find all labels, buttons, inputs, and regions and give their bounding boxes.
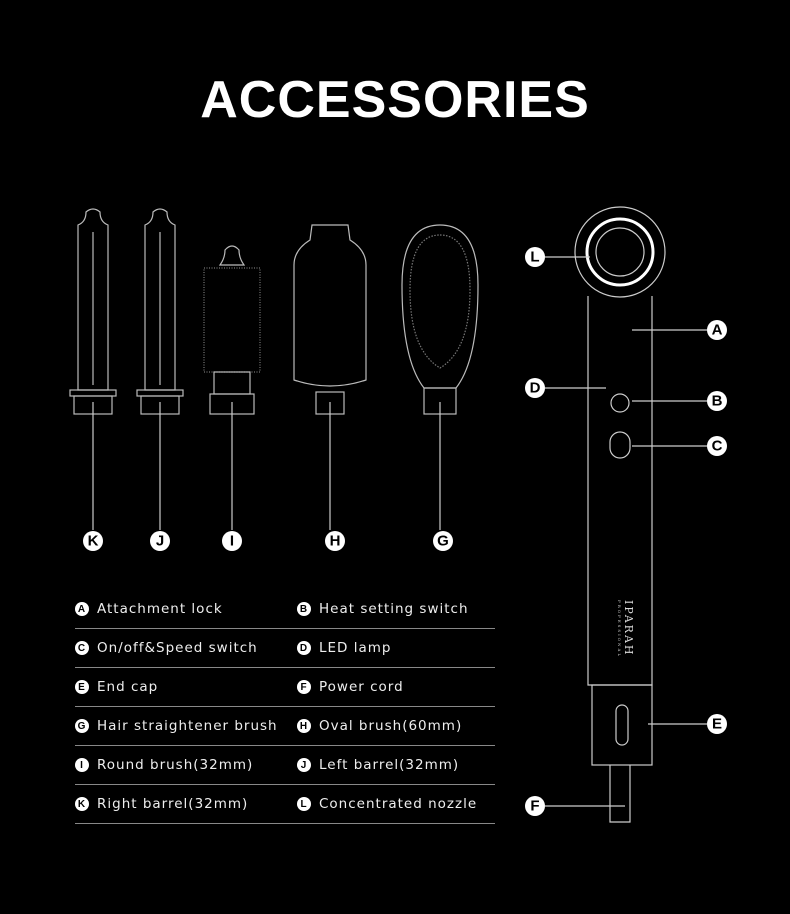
legend-item: D LED lamp	[297, 640, 495, 656]
legend-item: E End cap	[75, 679, 297, 695]
hair-dryer	[574, 206, 666, 823]
legend-item: G Hair straightener brush	[75, 718, 297, 734]
callout-a: A	[712, 322, 723, 339]
legend-row: I Round brush(32mm) J Left barrel(32mm)	[75, 746, 495, 785]
legend-badge: H	[297, 719, 311, 733]
legend-text: Heat setting switch	[319, 601, 469, 617]
legend-row: A Attachment lock B Heat setting switch	[75, 590, 495, 629]
legend-row: E End cap F Power cord	[75, 668, 495, 707]
legend-item: I Round brush(32mm)	[75, 757, 297, 773]
right-barrel	[69, 208, 117, 415]
round-brush	[203, 245, 261, 415]
legend-text: Right barrel(32mm)	[97, 796, 249, 812]
legend-text: End cap	[97, 679, 159, 695]
legend-badge: D	[297, 641, 311, 655]
legend-badge: A	[75, 602, 89, 616]
legend-item: H Oval brush(60mm)	[297, 718, 495, 734]
legend-badge: B	[297, 602, 311, 616]
legend-badge: L	[297, 797, 311, 811]
legend-text: Round brush(32mm)	[97, 757, 254, 773]
legend-row: C On/off&Speed switch D LED lamp	[75, 629, 495, 668]
legend-text: Attachment lock	[97, 601, 223, 617]
left-barrel	[136, 208, 184, 415]
legend-item: J Left barrel(32mm)	[297, 757, 495, 773]
legend-item: A Attachment lock	[75, 601, 297, 617]
legend-text: LED lamp	[319, 640, 392, 656]
callout-g: G	[437, 533, 449, 550]
legend-badge: E	[75, 680, 89, 694]
legend-text: Power cord	[319, 679, 404, 695]
callout-h: H	[330, 533, 341, 550]
legend-badge: C	[75, 641, 89, 655]
legend-text: Oval brush(60mm)	[319, 718, 463, 734]
callout-j: J	[156, 533, 164, 550]
callout-k: K	[88, 533, 99, 550]
legend-badge: J	[297, 758, 311, 772]
page-title: ACCESSORIES	[200, 71, 590, 129]
brand-logo: IPARAH	[622, 600, 635, 657]
legend-row: G Hair straightener brush H Oval brush(60mm…	[75, 707, 495, 746]
legend-item: B Heat setting switch	[297, 601, 495, 617]
legend-row: K Right barrel(32mm) L Concentrated nozzle	[75, 785, 495, 824]
legend-item: C On/off&Speed switch	[75, 640, 297, 656]
brand-subtitle: PROFESSIONAL	[617, 600, 622, 658]
straightener-brush	[401, 224, 479, 415]
callout-d: D	[530, 380, 541, 397]
callout-c: C	[712, 438, 723, 455]
legend-text: Hair straightener brush	[97, 718, 278, 734]
legend-text: Concentrated nozzle	[319, 796, 478, 812]
legend-badge: K	[75, 797, 89, 811]
callout-f: F	[530, 798, 539, 815]
legend-text: On/off&Speed switch	[97, 640, 258, 656]
legend-badge: F	[297, 680, 311, 694]
legend-badge: I	[75, 758, 89, 772]
legend-item: F Power cord	[297, 679, 495, 695]
legend-item: L Concentrated nozzle	[297, 796, 495, 812]
oval-brush	[293, 224, 367, 415]
callout-i: I	[230, 533, 234, 550]
callout-e: E	[712, 716, 722, 733]
legend-badge: G	[75, 719, 89, 733]
legend-item: K Right barrel(32mm)	[75, 796, 297, 812]
legend-text: Left barrel(32mm)	[319, 757, 460, 773]
callout-b: B	[712, 393, 723, 410]
callout-l: L	[530, 249, 539, 266]
